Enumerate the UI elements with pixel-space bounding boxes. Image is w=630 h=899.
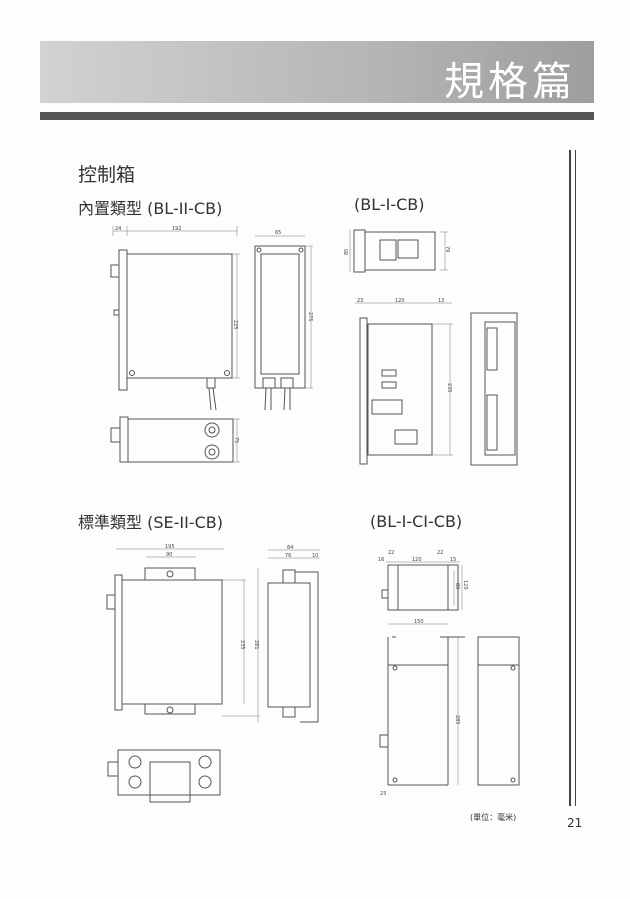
- dimension-label: 23: [357, 298, 363, 304]
- header-banner: 規格篇: [40, 41, 594, 105]
- dimension-label: 65: [275, 230, 281, 236]
- dimension-label: 120: [462, 580, 468, 590]
- group-title-bl-ii: 內置類型 (BL-II-CB): [78, 199, 223, 218]
- drawing-bl-i-ci-front: 150 285 23: [379, 619, 465, 797]
- margin-line: [575, 150, 576, 806]
- drawing-bl-i-ci-top: 16 22 120 22 15 80 120: [378, 550, 468, 611]
- drawing-bl-i-ci-side: [477, 636, 520, 786]
- dimension-label: 192: [172, 226, 182, 232]
- group-title-se-ii: 標準類型 (SE-II-CB): [78, 513, 223, 532]
- dimension-label: 120: [395, 298, 405, 304]
- dimension-label: 80: [454, 583, 460, 589]
- drawing-se-ii-bottom: [107, 749, 221, 803]
- drawing-bl-ii-side: 65 275: [254, 230, 313, 411]
- dimension-label: 10: [312, 553, 318, 559]
- drawing-bl-ii-front: 24 192 225: [110, 226, 240, 411]
- dimension-label: 120: [412, 557, 422, 563]
- drawing-bl-i-top: 85 79: [344, 229, 450, 273]
- dimension-label: 24: [115, 226, 121, 232]
- section-title: 控制箱: [78, 164, 136, 186]
- margin-line: [569, 150, 571, 806]
- dimension-label: 235: [446, 383, 452, 393]
- dimension-label: 225: [232, 320, 238, 330]
- dimension-label: 275: [307, 312, 313, 322]
- dimension-label: 285: [454, 715, 460, 725]
- dimension-label: 75: [233, 437, 239, 443]
- page-number: 21: [567, 816, 583, 830]
- group-title-bl-i-ci: (BL-I-CI-CB): [370, 512, 463, 531]
- drawing-se-ii-front: 195 90 235 281: [106, 544, 260, 722]
- dimension-label: 150: [414, 619, 424, 625]
- dimension-label: 90: [166, 552, 172, 558]
- group-title-bl-i: (BL-I-CB): [354, 195, 425, 214]
- drawing-bl-ii-bottom: 75: [110, 416, 240, 463]
- dimension-label: 23: [380, 791, 386, 797]
- dimension-label: 22: [388, 550, 394, 556]
- dimension-label: 76: [285, 553, 291, 559]
- dimension-label: 195: [165, 544, 175, 550]
- drawing-bl-i-front: 23 120 13 235: [355, 298, 453, 465]
- dimension-label: 22: [437, 550, 443, 556]
- unit-note: (單位：毫米): [470, 813, 517, 822]
- dimension-label: 235: [239, 640, 245, 650]
- dimension-label: 79: [444, 246, 450, 252]
- header-rule: [40, 112, 594, 120]
- page-title: 規格篇: [444, 59, 576, 105]
- dimension-label: 84: [287, 545, 293, 551]
- drawing-bl-i-side: [470, 312, 518, 466]
- dimension-label: 85: [344, 249, 350, 255]
- dimension-label: 281: [253, 640, 259, 650]
- dimension-label: 15: [450, 557, 456, 563]
- drawing-se-ii-side: 84 76 10: [267, 545, 320, 723]
- dimension-label: 13: [438, 298, 444, 304]
- dimension-label: 16: [378, 557, 384, 563]
